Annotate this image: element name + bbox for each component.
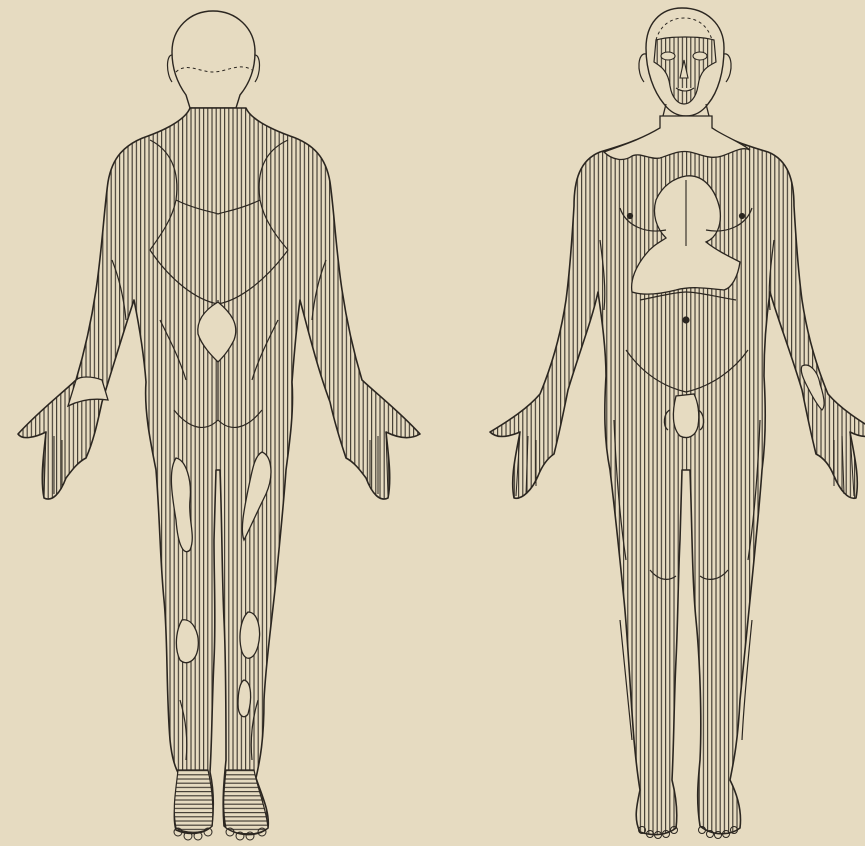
back-clear-knee-right (240, 612, 260, 658)
posterior-figure (18, 11, 420, 840)
back-head (172, 11, 255, 108)
back-hairline (176, 67, 252, 72)
anterior-figure (490, 8, 865, 839)
front-ear-right (724, 54, 731, 82)
front-ear-left (639, 54, 646, 82)
back-body (18, 108, 420, 835)
back-ear-left (168, 55, 173, 82)
back-clear-calf-right (238, 680, 251, 717)
front-eye-right (693, 52, 707, 60)
back-ear-right (255, 55, 260, 82)
front-clear-neck (604, 116, 750, 159)
back-sole-right (224, 770, 268, 834)
back-sole-left (174, 770, 212, 832)
front-eye-left (661, 52, 675, 60)
